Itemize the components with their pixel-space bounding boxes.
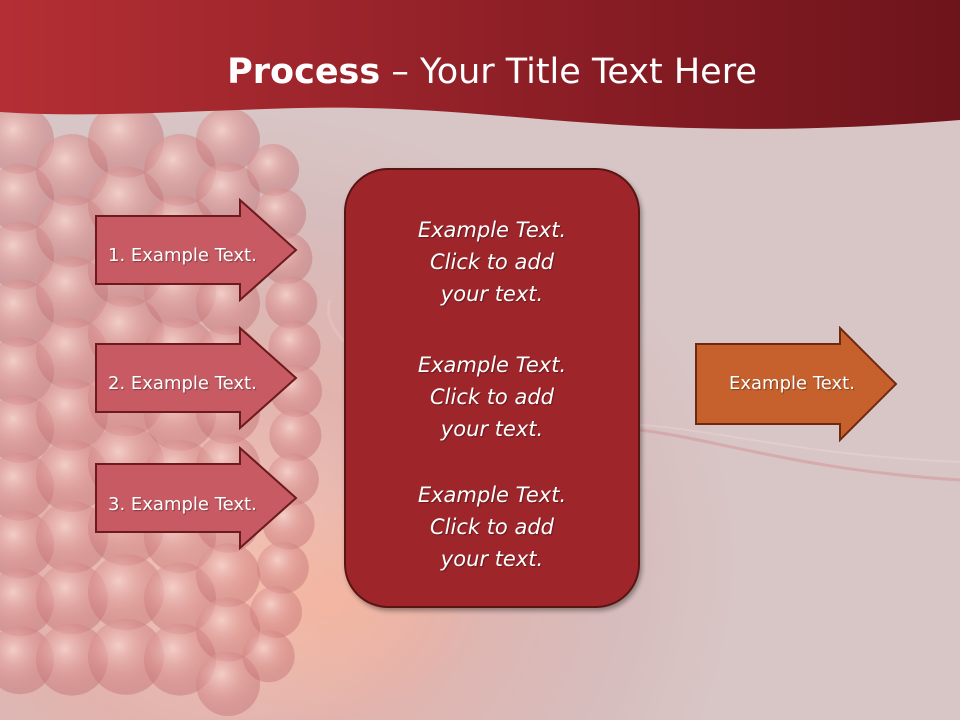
cell-sphere [196, 597, 260, 662]
cell-sphere [268, 320, 321, 373]
center-text-block-2: Example Text. Click to add your text. [346, 349, 638, 445]
block-1-line-1: Example Text. [417, 218, 567, 242]
block-2-line-3: your text. [440, 417, 544, 441]
block-1-line-3: your text. [440, 282, 544, 306]
center-text-box[interactable]: Example Text. Click to add your text. Ex… [344, 168, 640, 608]
center-text-block-3: Example Text. Click to add your text. [346, 479, 638, 575]
cell-sphere [265, 276, 318, 329]
cell-sphere [36, 623, 108, 696]
block-3-line-3: your text. [440, 547, 544, 571]
header-band [0, 0, 960, 129]
step-3-label: 3. Example Text. [108, 494, 257, 515]
block-1-line-2: Click to add [429, 250, 554, 274]
step-3-arrow[interactable] [94, 446, 302, 550]
cell-sphere [88, 102, 164, 178]
block-2-line-2: Click to add [429, 385, 554, 409]
cell-sphere [247, 144, 300, 196]
step-1-arrow[interactable] [94, 198, 302, 302]
step-2-label: 2. Example Text. [108, 373, 257, 394]
cell-sphere [196, 652, 260, 716]
center-text-block-1: Example Text. Click to add your text. [346, 214, 638, 310]
cell-sphere [256, 541, 309, 594]
block-3-line-2: Click to add [429, 515, 554, 539]
block-3-line-1: Example Text. [417, 483, 567, 507]
cell-sphere [88, 554, 164, 631]
step-2-arrow[interactable] [94, 326, 302, 430]
block-2-line-1: Example Text. [417, 353, 567, 377]
result-label: Example Text. [729, 373, 855, 394]
cell-sphere [196, 543, 260, 608]
title-rest: – Your Title Text Here [380, 52, 757, 92]
title-bold: Process [227, 52, 381, 92]
slide-title: Process – Your Title Text Here [0, 52, 960, 92]
cell-sphere [242, 630, 295, 683]
cell-sphere [269, 409, 322, 462]
step-1-label: 1. Example Text. [108, 245, 257, 266]
cell-sphere [88, 618, 164, 695]
result-arrow[interactable] [694, 326, 902, 444]
cell-sphere [196, 108, 260, 172]
cell-sphere [250, 586, 303, 638]
